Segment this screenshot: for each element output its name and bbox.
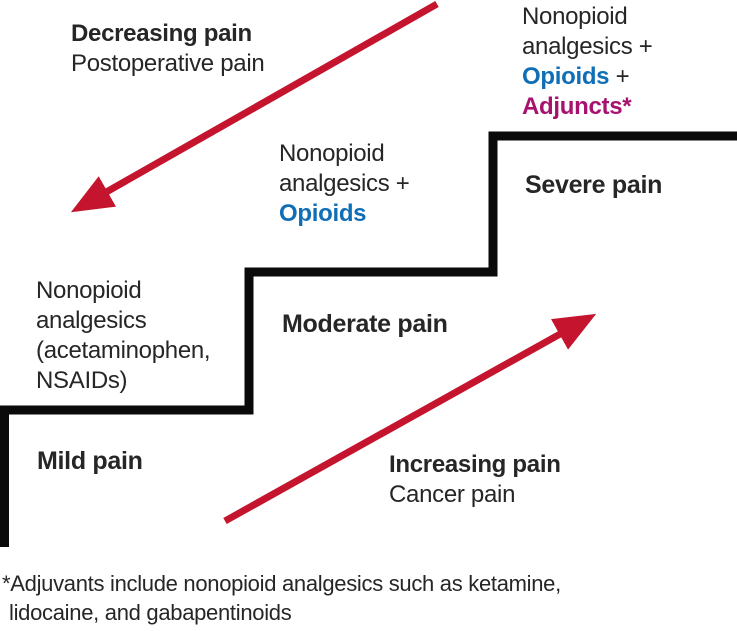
severe-treatment-line2: analgesics + [522,33,653,60]
severe-treatment-line1: Nonopioid [522,3,628,30]
mild-treatment-line4: NSAIDs) [36,367,128,394]
adjuvants-footnote: *Adjuvants include nonopioid analgesics … [2,569,561,627]
staircase-step-lines [0,131,737,547]
decreasing-pain-label: Decreasing pain Postoperative pain [71,19,265,79]
moderate-treatment-line1: Nonopioid [279,140,385,167]
footnote-line2: lidocaine, and gabapentinoids [9,600,292,625]
increasing-pain-label: Increasing pain Cancer pain [389,450,561,510]
severe-adjuncts-text: Adjuncts* [522,93,632,120]
increasing-pain-title: Increasing pain [389,451,561,478]
severe-treatment-line3: Opioids + [522,62,653,92]
footnote-line1: *Adjuvants include nonopioid analgesics … [2,571,561,596]
mild-treatment-line3: (acetaminophen, [36,337,211,364]
mild-pain-label: Mild pain [37,447,143,475]
moderate-treatment-line2: analgesics + [279,170,410,197]
severe-plus-text: + [609,63,630,90]
severe-pain-label: Severe pain [525,171,663,199]
mild-treatment-line2: analgesics [36,307,147,334]
severe-opioids-text: Opioids [522,63,610,90]
severe-treatment-label: Nonopioid analgesics + Opioids + Adjunct… [522,2,653,122]
decreasing-pain-title: Decreasing pain [71,20,252,47]
mild-treatment-line1: Nonopioid [36,277,142,304]
mild-treatment-label: Nonopioid analgesics (acetaminophen, NSA… [36,276,211,396]
moderate-treatment-label: Nonopioid analgesics + Opioids [279,139,410,229]
increasing-pain-arrow [223,313,597,525]
moderate-opioids-text: Opioids [279,200,367,227]
decreasing-pain-arrow [70,0,439,213]
moderate-pain-label: Moderate pain [282,310,448,338]
decreasing-pain-subtitle: Postoperative pain [71,50,265,77]
increasing-pain-subtitle: Cancer pain [389,481,516,508]
